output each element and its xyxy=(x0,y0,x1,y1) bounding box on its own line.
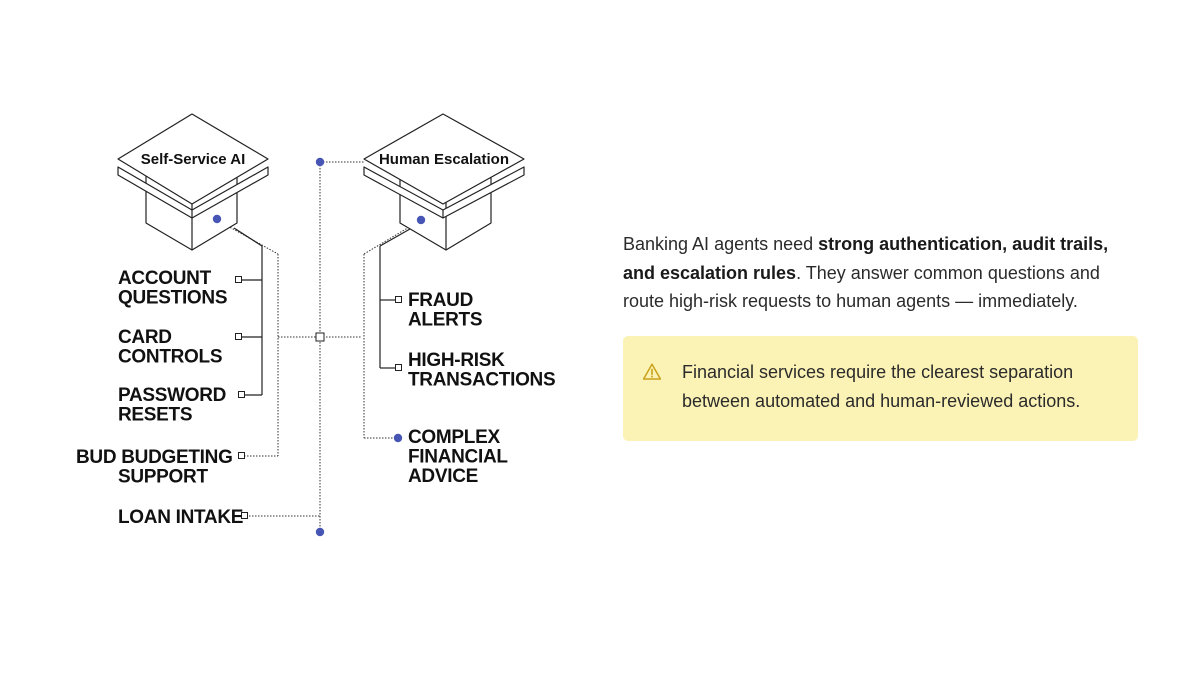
intro-text-end: . They answer common questions and route… xyxy=(623,262,1100,312)
label-budgeting-support: BUD BUDGETING SUPPORT xyxy=(76,447,238,488)
central-spine xyxy=(216,161,422,532)
label-complex-financial-advice: COMPLEX FINANCIAL ADVICE xyxy=(408,427,512,487)
human-escalation-title: Human Escalation xyxy=(379,151,509,168)
warning-callout: Financial services require the clearest … xyxy=(623,336,1138,441)
label-account-questions: ACCOUNT QUESTIONS xyxy=(118,268,227,309)
label-card-controls: CARD CONTROLS xyxy=(118,327,222,368)
intro-text-start: Banking AI agents need xyxy=(623,234,819,254)
connector-squares xyxy=(235,276,402,519)
self-service-ai-box xyxy=(117,113,269,251)
routing-diagram: Self-Service AI Human Escalation xyxy=(76,113,556,537)
warning-triangle-icon xyxy=(642,363,662,380)
label-loan-intake: LOAN INTAKE xyxy=(118,507,243,528)
solid-connectors xyxy=(233,227,411,396)
label-fraud-alerts: FRAUD ALERTS xyxy=(408,290,482,331)
intro-paragraph: Banking AI agents need strong authentica… xyxy=(623,230,1143,316)
label-password-resets: PASSWORD RESETS xyxy=(118,385,231,426)
self-service-ai-title: Self-Service AI xyxy=(141,151,246,168)
label-high-risk-transactions: HIGH-RISK TRANSACTIONS xyxy=(408,350,555,391)
human-escalation-box xyxy=(363,113,525,251)
intro-emphasis: strong authentication, audit trails, and… xyxy=(623,234,1109,283)
accent-dots xyxy=(212,157,426,537)
callout-text: Financial services require the clearest … xyxy=(682,362,1081,411)
